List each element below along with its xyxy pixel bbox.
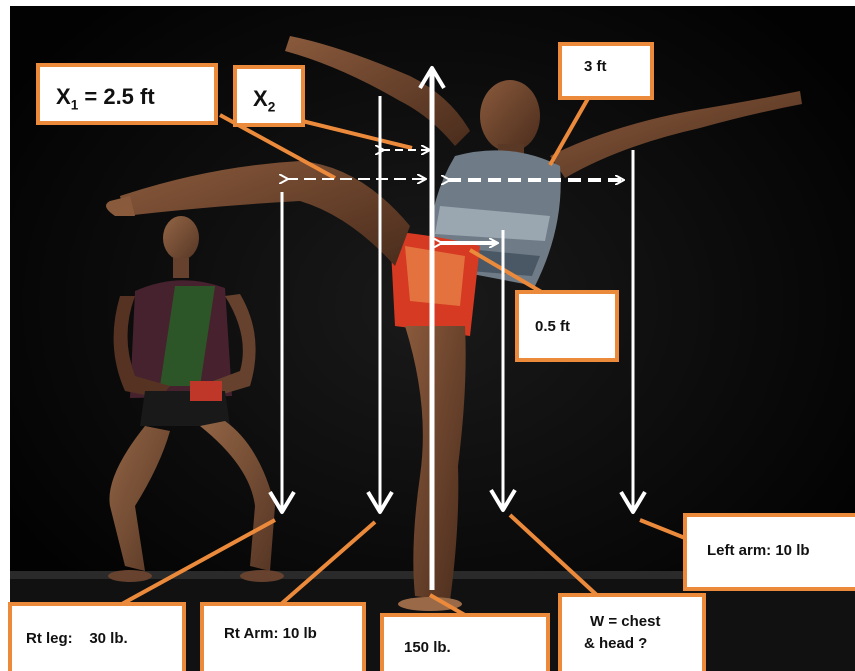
weight-arrows [268, 66, 647, 590]
rt-arm-pointer [278, 520, 377, 607]
rt-arm-callout: Rt Arm: 10 lb [200, 602, 366, 671]
rt-arm-label: Rt Arm: 10 lb [224, 625, 317, 642]
x1-prefix: X [56, 84, 71, 109]
chest-head-callout: W = chest & head ? [558, 593, 706, 671]
distance-arrows [286, 150, 622, 243]
x1-callout: X1 = 2.5 ft [36, 63, 218, 125]
three-ft-pointer [548, 94, 592, 166]
background-dancer [108, 216, 284, 582]
left-arm-label: Left arm: 10 lb [707, 542, 810, 559]
body-weight-callout: 150 lb. [380, 613, 550, 671]
rt-leg-callout: Rt leg: 30 lb. [8, 602, 186, 671]
x1-value: = 2.5 ft [78, 84, 155, 109]
chest-head-line2: & head ? [584, 635, 648, 652]
chest-head-line1: W = chest [590, 613, 661, 630]
half-ft-label: 0.5 ft [535, 318, 571, 335]
x2-callout: X2 [233, 65, 305, 127]
x2-subscript: 2 [267, 99, 276, 115]
three-ft-callout: 3 ft [558, 42, 654, 100]
x2-pointer [289, 116, 413, 150]
left-arm-pointer [639, 518, 691, 542]
three-ft-label: 3 ft [584, 58, 607, 75]
chest-head-pointer [508, 513, 602, 600]
rt-leg-label: Rt leg: 30 lb. [26, 630, 128, 647]
body-weight-label: 150 lb. [404, 639, 451, 656]
half-ft-callout: 0.5 ft [515, 290, 619, 362]
left-arm-callout: Left arm: 10 lb [683, 513, 855, 591]
x2-prefix: X [253, 86, 268, 111]
rt-leg-pointer [119, 518, 276, 607]
x1-subscript: 1 [70, 97, 79, 113]
